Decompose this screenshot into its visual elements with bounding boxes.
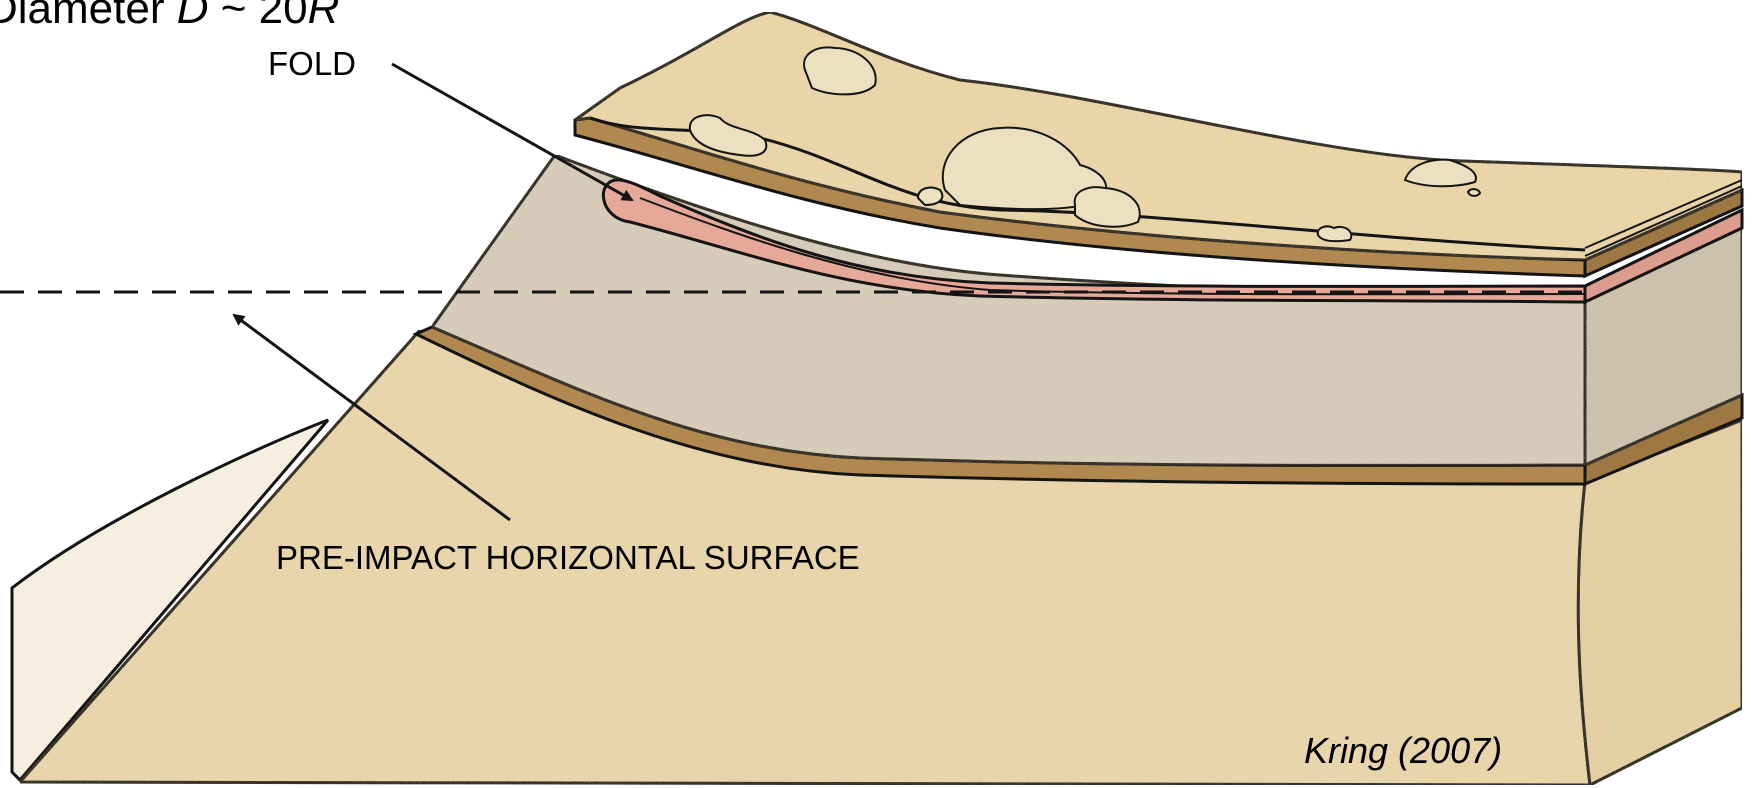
title-approx: ~ 20 (209, 0, 308, 33)
boulder-small-mid (918, 188, 942, 205)
pebble-far-right (1468, 189, 1480, 196)
pre-impact-surface-label: PRE-IMPACT HORIZONTAL SURFACE (276, 541, 860, 574)
diagram-title: Diameter D ~ 20R (0, 0, 339, 31)
source-credit: Kring (2007) (1304, 733, 1502, 769)
pebbles-center (1318, 226, 1352, 241)
title-variable-r: R (308, 0, 340, 33)
title-variable-d: D (177, 0, 209, 33)
fold-label: FOLD (268, 47, 356, 80)
title-prefix: Diameter (0, 0, 177, 33)
